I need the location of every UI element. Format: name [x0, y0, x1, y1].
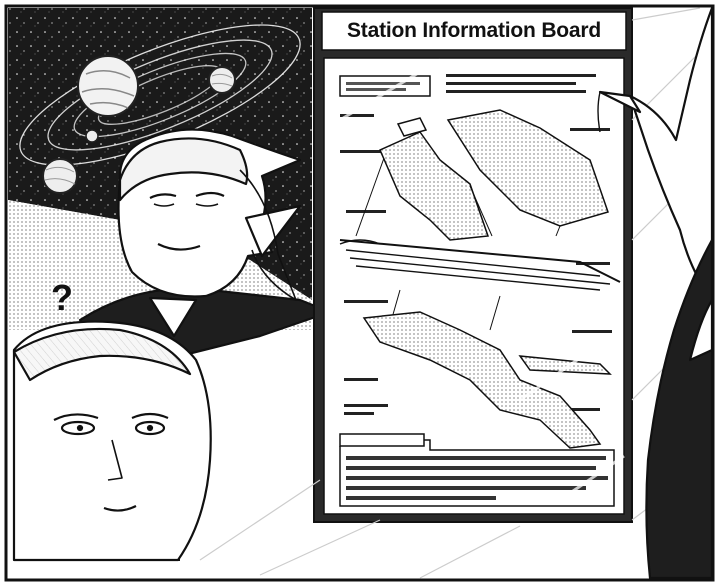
character-front	[12, 320, 212, 562]
planet-small-right	[208, 66, 236, 94]
solar-system	[19, 24, 301, 166]
station-map-platform	[339, 239, 621, 331]
planet-tiny	[85, 129, 99, 143]
board-title: Station Information Board	[347, 19, 601, 42]
character-right	[597, 6, 714, 580]
question-mark: ?	[51, 277, 73, 318]
board-title-plate	[321, 11, 627, 51]
board-glare	[339, 58, 625, 502]
station-map-upper	[355, 109, 609, 241]
planet-small-left	[42, 158, 78, 194]
planet-large	[77, 55, 139, 117]
board-legend	[339, 433, 615, 507]
